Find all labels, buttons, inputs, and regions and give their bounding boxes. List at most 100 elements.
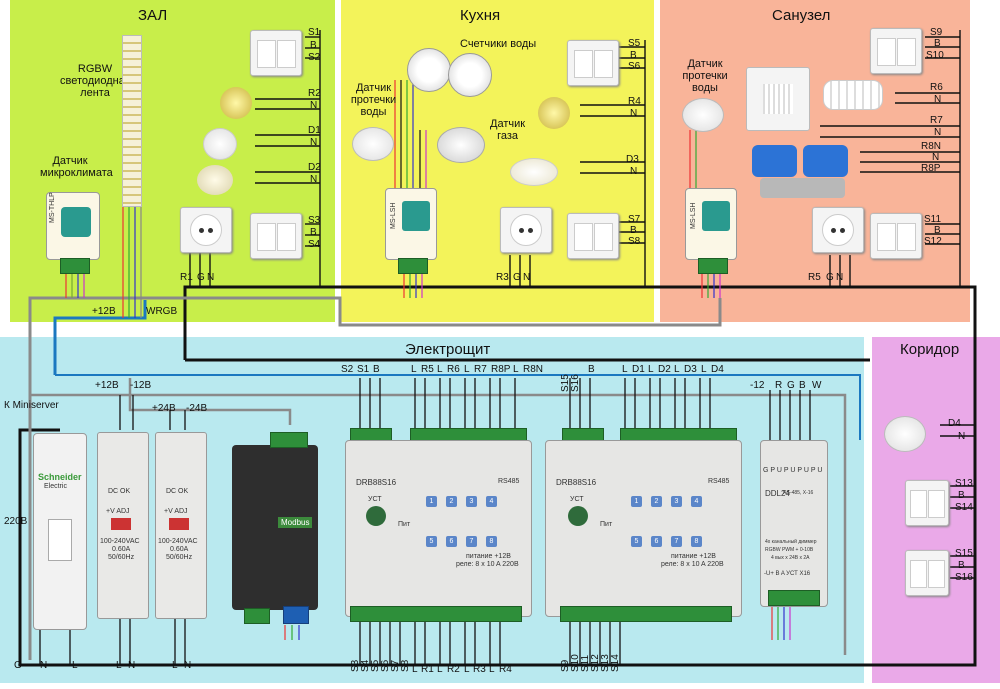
incandescent-bulb-icon [203,128,237,160]
drb1-relay-2-button[interactable]: 2 [446,496,457,507]
drb1-relay-7-button[interactable]: 7 [466,536,477,547]
label-psu1-l: L [116,660,122,671]
drb2-relay-6-button[interactable]: 6 [651,536,662,547]
label-d3: D3 [626,154,639,165]
drb2-relay-3-button[interactable]: 3 [671,496,682,507]
drb1-relay-5-button[interactable]: 5 [426,536,437,547]
led-bulb-icon [220,87,252,119]
led-globe-bulb-icon [197,165,233,195]
drb1-top-l2: L [437,364,443,375]
drb2-ust-button[interactable] [568,506,588,526]
drb2-relay-1-button[interactable]: 1 [631,496,642,507]
label-s7: S7 [628,214,641,225]
drb2-top-d4: D4 [711,364,724,375]
switch-s7-s8[interactable] [567,213,619,259]
drb2-relay-5-button[interactable]: 5 [631,536,642,547]
bus-blue-2 [55,374,861,440]
switch-s15-s16[interactable] [905,550,949,596]
label-n-r2: N [310,100,318,111]
label-g-bottom: G [14,660,22,671]
drb1-bottom-l4: L [489,664,495,675]
leak-label-line3: воды [360,106,387,118]
kitchen-module-model: MS-LSH [390,202,397,229]
drb2-relay-2-button[interactable]: 2 [651,496,662,507]
socket-kuhnya[interactable] [500,207,552,253]
drb1-relay-1-button[interactable]: 1 [426,496,437,507]
drb2-relay-7-button[interactable]: 7 [671,536,682,547]
kitchen-leak-sensor-label: Датчик протечки воды [346,82,401,118]
breaker-lever[interactable] [48,519,72,561]
label-d4: D4 [948,418,961,429]
gateway-bottom-terminal [244,608,270,624]
exhaust-fan-icon [746,67,810,131]
climate-sensor-model: MS-THLP [49,192,56,223]
psu1-freq: 50/60Hz [108,554,135,561]
drb1-top-r8n: R8N [523,364,544,375]
ddl-top-w: W [812,380,822,391]
drb1-top-r5: R5 [421,364,434,375]
drb1-pit-label: Пит [398,521,411,528]
motorized-valve-icon [752,145,797,177]
label-n-bottom: N [40,660,48,671]
drb2-relay-4-button[interactable]: 4 [691,496,702,507]
label-s4: S4 [308,239,321,250]
switch-s9-s10[interactable] [870,28,922,74]
drb1-relay-8-button[interactable]: 8 [486,536,497,547]
dimmer-module-ddl24: G P U P U P U P U DDL24 RS-485, X-16 4х … [760,440,828,607]
drb2-model: DRB88S16 [556,478,597,487]
switch-s3-s4[interactable] [250,213,302,259]
water-meters-label: Счетчики воды [460,38,537,50]
circuit-breaker[interactable]: Schneider Electric [33,433,87,630]
motorized-valve-icon [803,145,848,177]
label-r4: R4 [628,96,641,107]
label-s9: S9 [930,27,943,38]
label-psu2-l: L [172,660,178,671]
drb1-relay-3-button[interactable]: 3 [466,496,477,507]
label-b: B [958,560,965,571]
drb1-bottom-r4: R4 [499,664,512,675]
switch-s13-s14[interactable] [905,480,949,526]
label-r3: R3 [496,272,509,283]
bathroom-module-model: MS-LSH [690,202,697,229]
climate-sensor-panel [61,207,91,237]
ddl-bottom-terminal [768,590,820,606]
drb1-ust-button[interactable] [366,506,386,526]
socket-zal[interactable] [180,207,232,253]
zone-title-zal: ЗАЛ [138,7,168,24]
gateway-top-terminal [270,432,308,448]
zone-title-koridor: Коридор [900,341,960,358]
switch-s11-s12[interactable] [870,213,922,259]
switch-s5-s6[interactable] [567,40,619,86]
zone-title-kuhnya: Кухня [460,7,501,24]
modbus-gateway: Modbus [232,445,318,610]
drb1-bottom-l1: L [412,664,418,675]
drb1-bottom-r2: R2 [447,664,460,675]
drb2-pit-label: Пит [600,521,613,528]
breaker-brand-sub: Electric [44,483,67,490]
socket-sanuzel[interactable] [812,207,864,253]
drb2-spec-relay: реле: 8 x 10 A 220В [661,561,724,568]
drb1-relay-6-button[interactable]: 6 [446,536,457,547]
drb1-top-l3: L [464,364,470,375]
drb1-relay-4-button[interactable]: 4 [486,496,497,507]
switch-s1-s2[interactable] [250,30,302,76]
label-n-d1: N [310,137,318,148]
relay-module-drb2: DRB88S16 RS485 УСТ Пит 1 2 3 4 5 6 7 8 п… [545,440,742,617]
leak-label-line1: Датчик [355,82,392,94]
gas-sensor-icon [437,127,485,163]
drb1-rs485: RS485 [498,478,520,485]
drb2-ust-label: УСТ [570,496,584,503]
drb1-top-l1: L [411,364,417,375]
climate-sensor-label: Датчик микроклимата [40,155,113,179]
label-l-bottom: L [72,660,78,671]
ddl-terms-top: G P U P U P U P U [763,467,823,474]
label-n-r6: N [934,94,942,105]
ddl-top-g: G [787,380,795,391]
label-s11: S11 [924,214,942,225]
kitchen-module-terminal [398,258,428,274]
drb1-bottom-l3: L [464,664,470,675]
drb2-relay-8-button[interactable]: 8 [691,536,702,547]
ddl-model: DDL24 [765,489,790,498]
kitchen-io-module: MS-LSH [385,188,437,260]
cfl-bulb-icon [823,80,883,110]
